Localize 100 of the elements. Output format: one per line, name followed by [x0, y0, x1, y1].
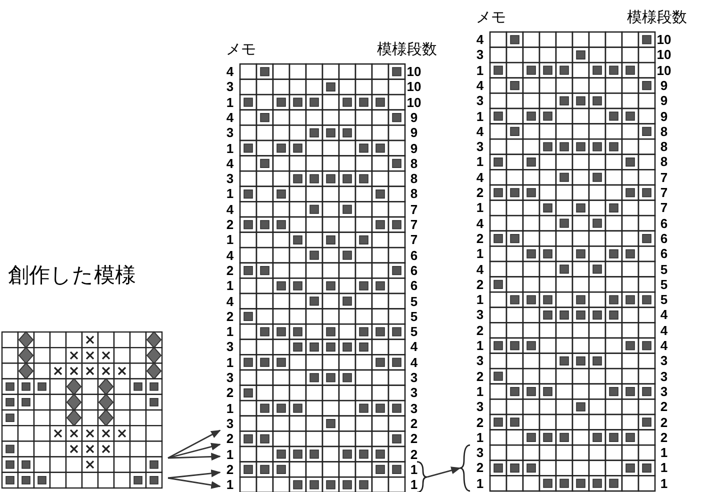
row-count-number: 10 [406, 79, 422, 95]
memo-number: 1 [225, 354, 235, 370]
row-count-number: 3 [659, 384, 669, 400]
row-count-number: 10 [656, 32, 672, 48]
memo-number: 2 [225, 462, 235, 478]
row-count-number: 6 [659, 230, 669, 246]
row-count-number: 2 [659, 430, 669, 446]
row-count-number: 8 [659, 124, 669, 140]
memo-number: 4 [475, 32, 485, 48]
row-count-number: 1 [659, 460, 669, 476]
memo-number: 4 [225, 202, 235, 217]
memo-number: 1 [225, 186, 235, 202]
row-count-heading: 模様段数 [377, 40, 437, 58]
memo-number: 2 [225, 385, 235, 401]
memo-number: 2 [475, 185, 485, 200]
memo-number: 4 [225, 156, 235, 172]
memo-number: 3 [225, 339, 235, 355]
memo-number: 4 [225, 248, 235, 263]
arrow [168, 442, 221, 459]
arrow [168, 477, 221, 489]
row-count-number: 1 [659, 445, 669, 460]
memo-number: 4 [475, 78, 485, 94]
row-count-number: 1 [409, 477, 419, 492]
row-count-number: 7 [409, 202, 419, 217]
row-count-number: 4 [409, 354, 419, 370]
memo-number: 1 [225, 324, 235, 340]
memo-number: 4 [225, 64, 235, 80]
memo-number: 3 [475, 399, 485, 414]
row-count-number: 6 [659, 216, 669, 231]
row-count-number: 7 [659, 185, 669, 200]
row-count-number: 9 [659, 78, 669, 94]
memo-number: 1 [225, 278, 235, 294]
brace-arrow [416, 444, 470, 492]
memo-number: 1 [475, 476, 485, 491]
row-count-number: 2 [409, 431, 419, 446]
row-count-number: 3 [659, 368, 669, 384]
row-count-number: 4 [659, 307, 669, 323]
memo-number: 3 [225, 171, 235, 186]
memo-number: 1 [225, 400, 235, 416]
row-count-number: 5 [659, 262, 669, 277]
memo-number: 4 [475, 216, 485, 231]
memo-number: 1 [475, 246, 485, 262]
memo-number: 3 [475, 445, 485, 460]
row-count-number: 7 [659, 200, 669, 216]
memo-number: 2 [475, 368, 485, 384]
row-count-number: 2 [409, 446, 419, 462]
row-count-number: 3 [659, 353, 669, 369]
arrow [168, 430, 221, 459]
row-count-number: 10 [656, 47, 672, 63]
row-count-number: 9 [659, 93, 669, 108]
row-count-number: 7 [409, 217, 419, 232]
row-count-number: 6 [659, 246, 669, 262]
memo-number: 4 [225, 110, 235, 126]
row-count-number: 8 [659, 139, 669, 154]
memo-number: 2 [475, 276, 485, 292]
memo-number: 3 [225, 370, 235, 386]
row-count-number: 8 [659, 154, 669, 170]
row-count-number: 6 [409, 278, 419, 294]
memo-number: 1 [225, 477, 235, 492]
row-count-number: 9 [659, 108, 669, 124]
row-count-number: 5 [659, 292, 669, 308]
memo-heading: メモ [226, 40, 256, 58]
arrow [168, 469, 221, 479]
memo-number: 3 [475, 307, 485, 323]
memo-number: 1 [225, 446, 235, 462]
row-count-number: 4 [659, 338, 669, 354]
memo-number: 1 [225, 232, 235, 248]
memo-number: 3 [475, 47, 485, 63]
memo-number: 1 [475, 200, 485, 216]
row-count-number: 8 [409, 186, 419, 202]
row-count-number: 5 [409, 324, 419, 340]
memo-number: 2 [225, 217, 235, 232]
memo-number: 3 [225, 125, 235, 140]
row-count-number: 5 [409, 294, 419, 309]
memo-heading: メモ [476, 8, 506, 26]
row-count-number: 1 [409, 462, 419, 478]
row-count-number: 2 [409, 416, 419, 432]
row-count-number: 4 [409, 339, 419, 355]
memo-number: 2 [475, 414, 485, 430]
row-count-number: 9 [409, 125, 419, 140]
memo-number: 1 [475, 62, 485, 78]
row-count-number: 3 [409, 370, 419, 386]
row-count-number: 6 [409, 248, 419, 263]
row-count-number: 8 [409, 171, 419, 186]
memo-number: 2 [225, 431, 235, 446]
memo-number: 3 [475, 353, 485, 369]
row-count-number: 4 [659, 322, 669, 338]
row-count-number: 10 [406, 64, 422, 80]
memo-number: 2 [475, 460, 485, 476]
arrow [168, 452, 221, 461]
row-count-number: 5 [409, 308, 419, 324]
memo-number: 3 [225, 416, 235, 432]
pattern-title: 創作した模様 [8, 262, 136, 288]
memo-number: 4 [475, 170, 485, 185]
memo-number: 1 [225, 94, 235, 110]
row-count-number: 10 [406, 94, 422, 110]
row-count-number: 10 [656, 62, 672, 78]
memo-number: 1 [475, 384, 485, 400]
row-count-number: 9 [409, 140, 419, 156]
row-count-number: 3 [409, 400, 419, 416]
